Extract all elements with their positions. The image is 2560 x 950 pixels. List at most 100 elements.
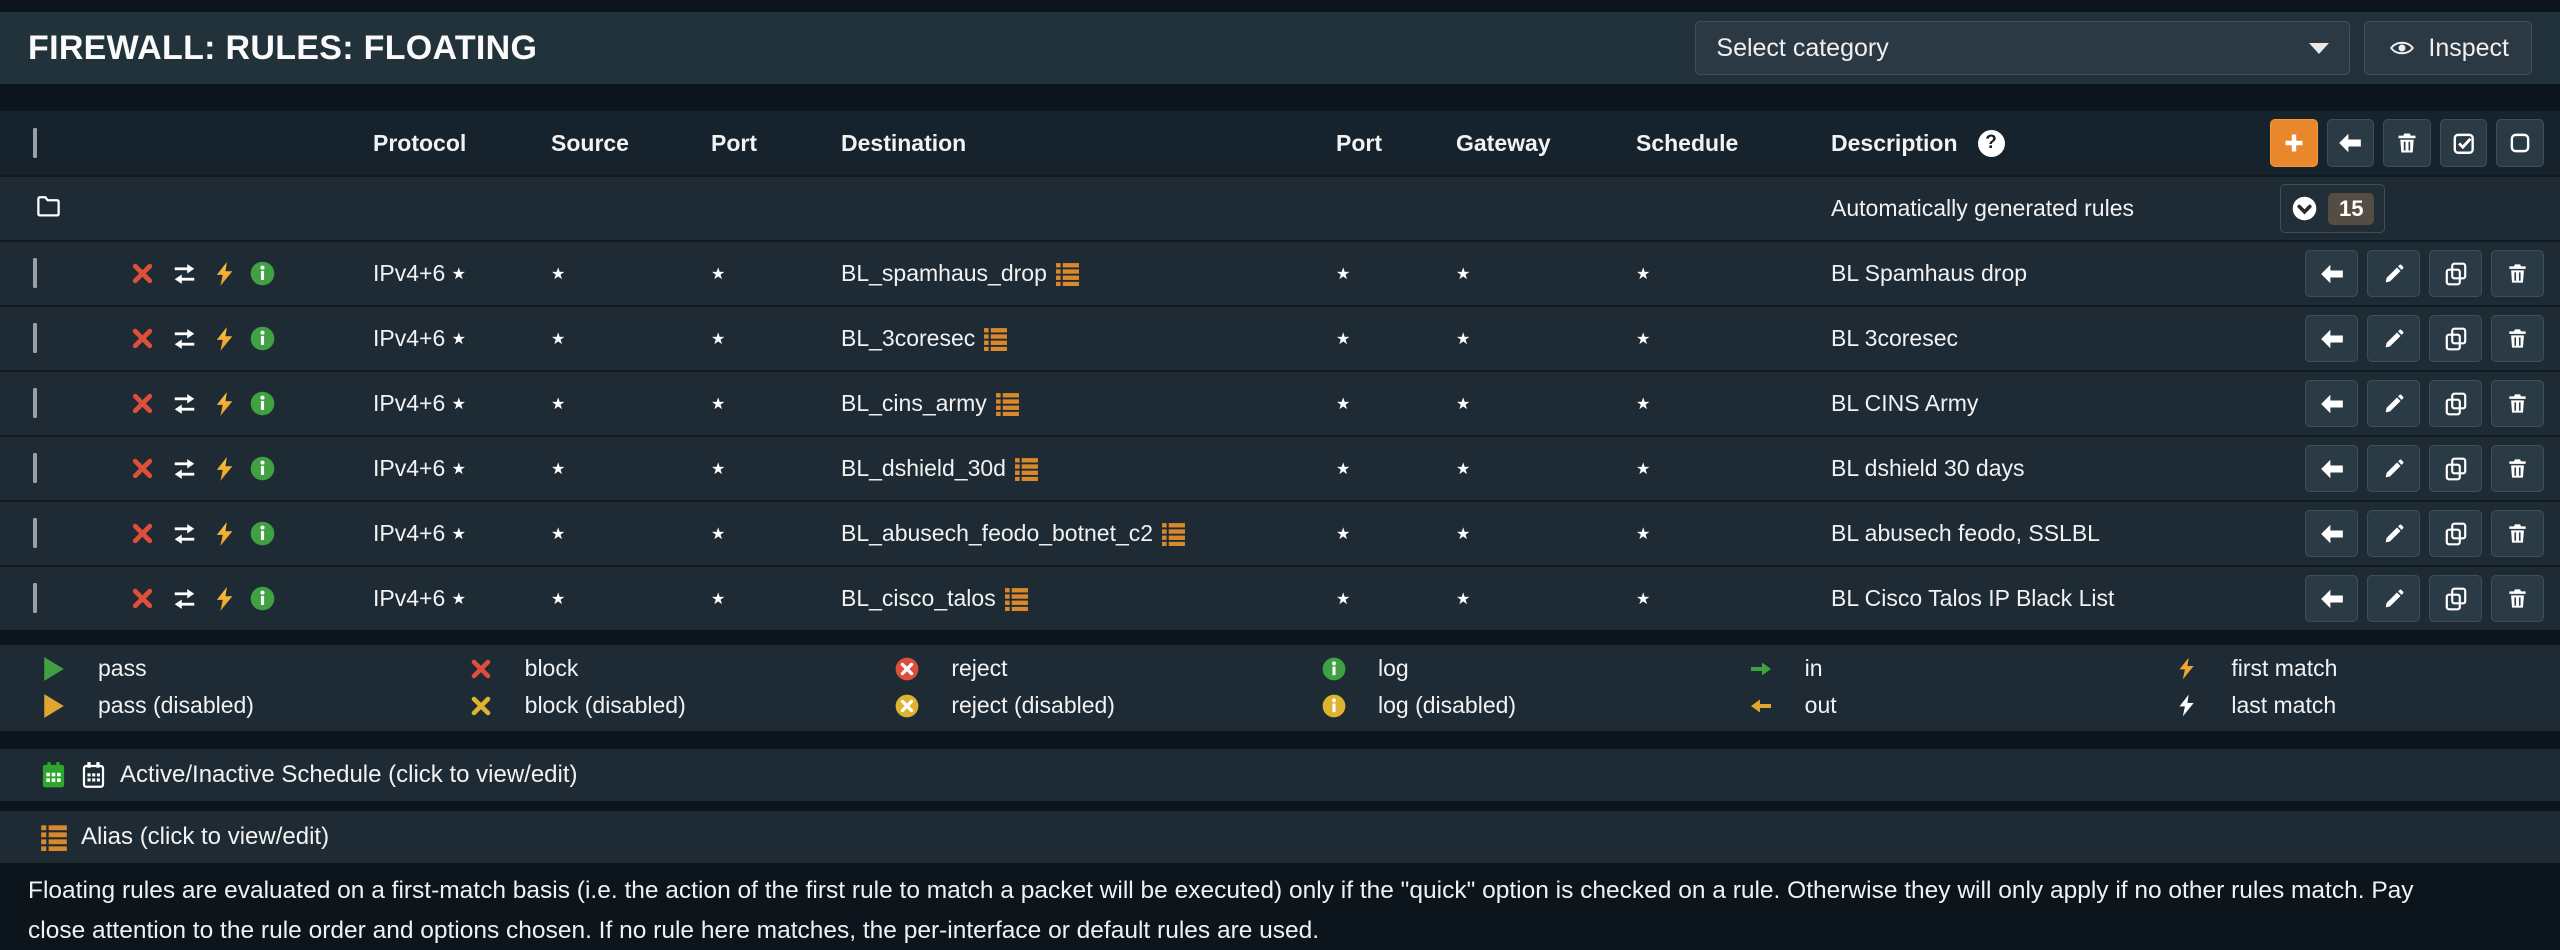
caret-down-icon bbox=[2309, 42, 2330, 54]
wildcard-star: ★ bbox=[451, 331, 466, 348]
row-checkbox[interactable] bbox=[33, 583, 37, 613]
block-action-icon bbox=[130, 586, 155, 611]
rule-port: ★ bbox=[705, 585, 835, 612]
wildcard-star: ★ bbox=[551, 266, 566, 283]
move-rule-button[interactable] bbox=[2305, 445, 2358, 492]
copy-rule-button[interactable] bbox=[2429, 250, 2482, 297]
row-checkbox[interactable] bbox=[33, 453, 37, 483]
block-disabled-icon bbox=[467, 694, 495, 718]
wildcard-star: ★ bbox=[1336, 396, 1351, 413]
wildcard-star: ★ bbox=[1456, 461, 1471, 478]
folder-icon bbox=[33, 192, 64, 219]
legend-item: last match bbox=[2133, 687, 2560, 724]
wildcard-star: ★ bbox=[1456, 266, 1471, 283]
delete-selected-button[interactable] bbox=[2383, 119, 2431, 167]
rule-destination-alias[interactable]: BL_3coresec bbox=[841, 325, 1008, 352]
copy-rule-button[interactable] bbox=[2429, 575, 2482, 622]
move-rule-button[interactable] bbox=[2305, 250, 2358, 297]
legend-item: first match bbox=[2133, 650, 2560, 687]
edit-rule-button[interactable] bbox=[2367, 250, 2420, 297]
deselect-all-button[interactable] bbox=[2496, 119, 2544, 167]
edit-rule-button[interactable] bbox=[2367, 510, 2420, 557]
select-all-checkbox[interactable] bbox=[33, 127, 37, 158]
wildcard-star: ★ bbox=[451, 461, 466, 478]
delete-rule-button[interactable] bbox=[2491, 445, 2544, 492]
row-checkbox[interactable] bbox=[33, 388, 37, 418]
row-checkbox[interactable] bbox=[33, 518, 37, 548]
edit-rule-button[interactable] bbox=[2367, 575, 2420, 622]
copy-rule-button[interactable] bbox=[2429, 445, 2482, 492]
rule-protocol: IPv4+6 ★ bbox=[373, 260, 466, 286]
footer-note-line2: close attention to the rule order and op… bbox=[28, 917, 1320, 944]
rule-port2: ★ bbox=[1330, 585, 1450, 612]
delete-rule-button[interactable] bbox=[2491, 510, 2544, 557]
chevron-circle-down-icon bbox=[2291, 195, 2318, 222]
move-rule-button[interactable] bbox=[2305, 510, 2358, 557]
rule-destination-alias[interactable]: BL_spamhaus_drop bbox=[841, 260, 1080, 287]
legend-item-label: out bbox=[1804, 692, 1837, 718]
wildcard-star: ★ bbox=[711, 461, 726, 478]
rule-destination-alias[interactable]: BL_dshield_30d bbox=[841, 455, 1039, 482]
rule-port: ★ bbox=[705, 390, 835, 417]
move-rule-button[interactable] bbox=[2305, 315, 2358, 362]
legend-item-label: block (disabled) bbox=[524, 692, 686, 718]
delete-rule-button[interactable] bbox=[2491, 315, 2544, 362]
move-rule-button[interactable] bbox=[2305, 380, 2358, 427]
copy-rule-button[interactable] bbox=[2429, 380, 2482, 427]
rule-destination-alias[interactable]: BL_cisco_talos bbox=[841, 585, 1029, 612]
alias-list-icon bbox=[1004, 586, 1029, 611]
help-icon[interactable]: ? bbox=[1977, 129, 2005, 157]
inspect-button[interactable]: Inspect bbox=[2364, 21, 2532, 75]
delete-rule-button[interactable] bbox=[2491, 575, 2544, 622]
wildcard-star: ★ bbox=[451, 591, 466, 608]
block-action-icon bbox=[130, 391, 155, 416]
move-selected-button[interactable] bbox=[2326, 119, 2375, 167]
copy-rule-button[interactable] bbox=[2429, 315, 2482, 362]
move-rule-button[interactable] bbox=[2305, 575, 2358, 622]
legend-item-label: pass (disabled) bbox=[98, 692, 254, 718]
col-port2: Port bbox=[1336, 129, 1382, 156]
legend-item-label: first match bbox=[2231, 655, 2338, 681]
rule-row: IPv4+6 ★ ★ ★ BL_spamhaus_drop ★ ★ ★ BL S… bbox=[0, 240, 2560, 305]
delete-rule-button[interactable] bbox=[2491, 250, 2544, 297]
breadcrumb-bar: FIREWALL: RULES: FLOATING Select categor… bbox=[0, 12, 2560, 84]
edit-rule-button[interactable] bbox=[2367, 380, 2420, 427]
auto-rules-count-badge: 15 bbox=[2328, 192, 2375, 225]
col-source: Source bbox=[551, 129, 629, 156]
wildcard-star: ★ bbox=[551, 461, 566, 478]
rule-source: ★ bbox=[545, 260, 705, 287]
log-enabled-icon bbox=[249, 325, 276, 352]
rule-description: BL abusech feodo, SSLBL bbox=[1831, 520, 2100, 546]
rule-destination-alias[interactable]: BL_cins_army bbox=[841, 390, 1020, 417]
wildcard-star: ★ bbox=[1636, 266, 1651, 283]
legend-item: log (disabled) bbox=[1280, 687, 1707, 724]
calendar-inactive-icon bbox=[80, 761, 107, 789]
rule-port2: ★ bbox=[1330, 390, 1450, 417]
legend-item: pass (disabled) bbox=[0, 687, 427, 724]
edit-rule-button[interactable] bbox=[2367, 445, 2420, 492]
delete-rule-button[interactable] bbox=[2491, 380, 2544, 427]
copy-rule-button[interactable] bbox=[2429, 510, 2482, 557]
rule-description: BL dshield 30 days bbox=[1831, 455, 2025, 481]
select-all-button[interactable] bbox=[2439, 119, 2488, 167]
row-checkbox[interactable] bbox=[33, 323, 37, 353]
auto-rules-toggle-button[interactable]: 15 bbox=[2280, 184, 2386, 233]
wildcard-star: ★ bbox=[711, 396, 726, 413]
category-select[interactable]: Select category bbox=[1695, 21, 2351, 75]
floating-rules-table: Protocol Source Port Destination Port Ga… bbox=[0, 111, 2560, 630]
log-enabled-icon bbox=[249, 260, 276, 287]
rule-destination-alias[interactable]: BL_abusech_feodo_botnet_c2 bbox=[841, 520, 1186, 547]
pass-disabled-icon bbox=[40, 693, 68, 719]
row-checkbox[interactable] bbox=[33, 258, 37, 288]
legend-item: log bbox=[1280, 650, 1707, 687]
edit-rule-button[interactable] bbox=[2367, 315, 2420, 362]
rule-description: BL Spamhaus drop bbox=[1831, 260, 2028, 286]
legend-item-label: in bbox=[1804, 655, 1823, 681]
wildcard-star: ★ bbox=[711, 266, 726, 283]
rule-row: IPv4+6 ★ ★ ★ BL_abusech_feodo_botnet_c2 … bbox=[0, 500, 2560, 565]
footer-note: Floating rules are evaluated on a first-… bbox=[0, 863, 2560, 950]
alias-list-icon bbox=[995, 391, 1020, 416]
legend-item-label: last match bbox=[2231, 692, 2337, 718]
add-rule-button[interactable] bbox=[2270, 119, 2318, 167]
wildcard-star: ★ bbox=[1336, 266, 1351, 283]
